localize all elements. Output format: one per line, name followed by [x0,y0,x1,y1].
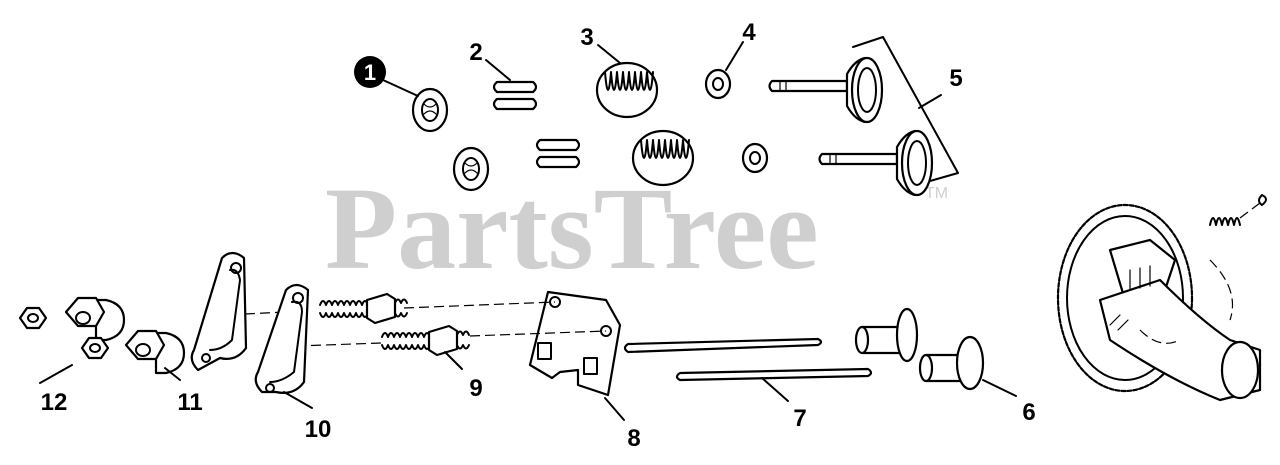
callout-8: 8 [627,425,640,452]
part-6-tappet-upper[interactable] [854,307,919,363]
leader-lines [39,41,1017,421]
part-11-rocker-nut-upper[interactable] [64,296,126,342]
part-12-jam-nut-lower[interactable] [80,336,110,360]
part-7-push-rod-lower[interactable] [675,367,873,382]
part-2-keepers-lower[interactable] [535,138,581,169]
part-2-keepers-upper[interactable] [492,80,538,111]
callout-10: 10 [305,416,332,443]
watermark-text: PartsTree [325,163,819,294]
callout-1-label: 1 [364,60,376,85]
callout-7: 7 [793,405,806,432]
callout-9: 9 [469,375,482,402]
part-5-valve-upper[interactable] [768,56,884,124]
part-12-jam-nut-upper[interactable] [18,306,48,330]
governor-spring[interactable] [1209,194,1267,226]
part-5-bracket [852,36,959,182]
part-1-retainer-upper[interactable] [411,87,449,133]
part-4-stem-seal-upper[interactable] [704,68,732,100]
callout-4: 4 [742,19,756,46]
callout-1: 1 [354,56,386,88]
callout-3: 3 [580,24,593,51]
part-10-rocker-arm-right[interactable] [254,283,310,394]
part-10-rocker-arm-left[interactable] [190,251,248,372]
callout-5: 5 [949,65,962,92]
callout-6: 6 [1022,399,1035,426]
part-9-rocker-stud-upper[interactable] [319,292,408,325]
part-7-push-rod-upper[interactable] [623,337,823,354]
part-8-guide-plate[interactable] [528,290,622,397]
camshaft-gear-assembly[interactable] [1056,203,1262,402]
part-9-rocker-stud-lower[interactable] [381,324,470,357]
part-1-retainer-lower[interactable] [452,146,490,192]
callout-11: 11 [177,389,202,416]
part-5-valve-lower[interactable] [818,129,934,197]
watermark-trademark: TM [925,185,948,202]
part-11-rocker-nut-lower[interactable] [124,329,186,375]
part-4-stem-seal-lower[interactable] [741,142,769,174]
part-3-valve-spring-upper[interactable] [595,61,659,119]
part-6-tappet-lower[interactable] [918,335,985,391]
part-3-valve-spring-lower[interactable] [631,129,695,187]
callout-12: 12 [41,389,68,416]
callout-2: 2 [469,39,482,66]
